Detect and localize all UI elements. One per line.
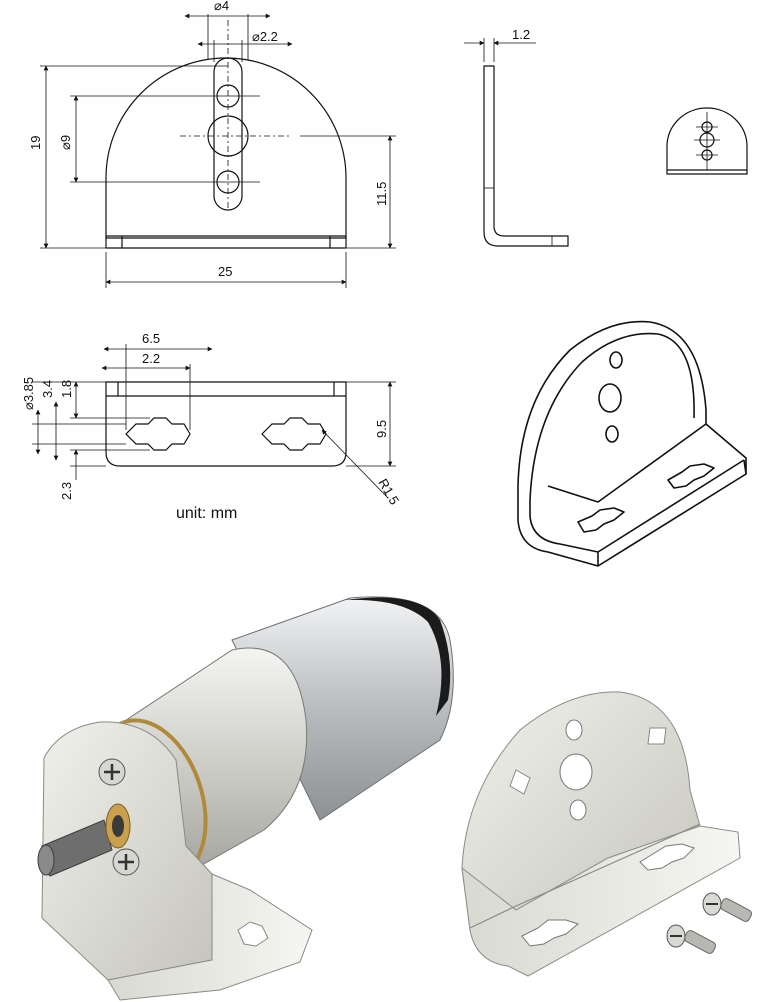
photo-hole-bottom [569, 799, 587, 821]
iso-hole-top [609, 351, 623, 369]
dim-slot-offset-inner: 2.2 [142, 351, 160, 366]
dim-slot-width: ⌀2.2 [252, 29, 278, 44]
bottom-view-outline [105, 381, 347, 467]
iso-slot-left [577, 507, 625, 533]
dim-hole-center-height: 11.5 [374, 182, 389, 206]
iso-hole-bottom [605, 425, 619, 443]
side-view-profile [483, 65, 569, 247]
small-front-view [666, 107, 748, 175]
loose-screw-2 [666, 924, 717, 954]
front-view [40, 13, 396, 288]
dim-corner-radius: R1.5 [375, 476, 402, 507]
dim-slot-offset: 6.5 [142, 331, 160, 346]
bottom-view [32, 344, 396, 499]
dim-overall-height: 19 [28, 136, 43, 150]
dim-3-4: 3.4 [40, 380, 55, 398]
dim-depth: 9.5 [374, 420, 389, 438]
dim-1-8: 1.8 [59, 380, 74, 398]
photo-hole-center [559, 753, 593, 791]
iso-upright-inner [529, 332, 695, 501]
dim-width: 25 [218, 264, 232, 279]
bracket-photo [461, 691, 753, 977]
unit-label: unit: mm [176, 505, 238, 522]
motor-endcap [345, 597, 451, 716]
dim-center-hole-diameter: ⌀9 [58, 135, 73, 150]
bottom-view-slot-right [261, 417, 327, 451]
loose-screw-1 [702, 892, 753, 922]
dim-hole-diameter-top: ⌀4 [214, 0, 229, 13]
isometric-bracket-drawing [517, 320, 747, 567]
iso-base [517, 423, 747, 567]
bottom-view-slot-left [125, 417, 191, 451]
front-view-slot [213, 72, 243, 196]
motor-photo [37, 596, 454, 1001]
iso-slot-right [667, 463, 715, 489]
photo-bracket-base [107, 873, 313, 1001]
photo-hole-top [565, 719, 583, 741]
dim-hole-diameter: ⌀3.85 [21, 377, 36, 410]
iso-upright-outer [517, 320, 707, 487]
iso-hole-center [598, 383, 622, 413]
photo-slot-left [521, 919, 580, 947]
motor-can [231, 596, 454, 821]
side-view [464, 38, 569, 247]
dim-thickness: 1.2 [512, 27, 530, 42]
photo-slot-right [639, 843, 695, 871]
dim-2-3: 2.3 [59, 482, 74, 500]
